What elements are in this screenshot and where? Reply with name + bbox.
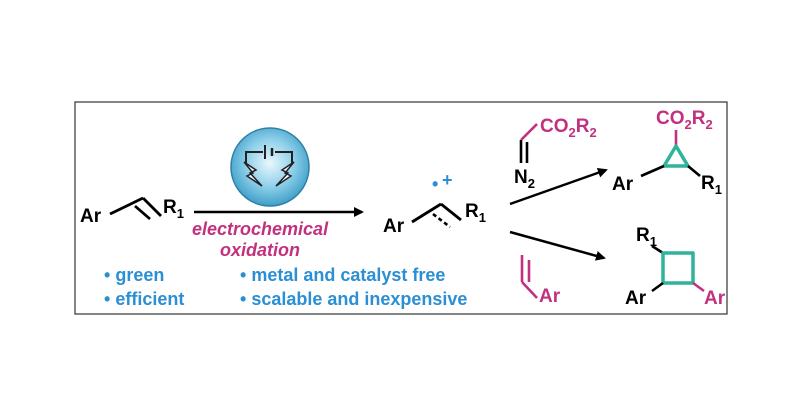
alkene-reagent: Ar <box>520 255 561 307</box>
svg-text:Ar: Ar <box>612 174 634 195</box>
svg-text:CO2R2: CO2R2 <box>656 108 713 132</box>
radical-dot: • <box>432 174 438 194</box>
svg-text:Ar: Ar <box>704 288 726 309</box>
svg-text:R1: R1 <box>636 225 657 249</box>
arrow-to-cyclobutane <box>509 230 606 261</box>
features-left: • green • efficient <box>104 265 184 309</box>
radical-cation: Ar R1 • + <box>383 170 486 237</box>
svg-text:Ar: Ar <box>383 216 405 237</box>
starting-alkene: Ar R1 <box>80 196 184 227</box>
cation-plus: + <box>442 170 453 190</box>
cyclopropane-product: CO2R2 Ar R1 <box>612 108 722 197</box>
feature-item: • efficient <box>104 289 184 309</box>
svg-text:R1: R1 <box>163 197 184 221</box>
svg-text:R1: R1 <box>465 201 486 225</box>
frame <box>74 101 728 315</box>
svg-text:Ar: Ar <box>539 286 561 307</box>
features-right: • metal and catalyst free • scalable and… <box>240 265 467 309</box>
electrode-lightning-icon <box>230 127 310 207</box>
svg-text:N2: N2 <box>514 167 535 191</box>
arrow-to-cyclopropane <box>509 167 608 206</box>
feature-item: • green <box>104 265 164 285</box>
diazo-reagent: CO2R2 N2 <box>514 116 597 191</box>
feature-item: • scalable and inexpensive <box>240 289 467 309</box>
arrow-label-line1: electrochemical <box>192 219 329 239</box>
svg-text:CO2R2: CO2R2 <box>540 116 597 140</box>
cyclobutane-product: R1 Ar Ar <box>625 225 726 309</box>
svg-text:R1: R1 <box>701 173 722 197</box>
svg-text:Ar: Ar <box>625 288 647 309</box>
feature-item: • metal and catalyst free <box>240 265 445 285</box>
arrow-label-line2: oxidation <box>220 240 300 260</box>
svg-text:Ar: Ar <box>80 206 102 227</box>
